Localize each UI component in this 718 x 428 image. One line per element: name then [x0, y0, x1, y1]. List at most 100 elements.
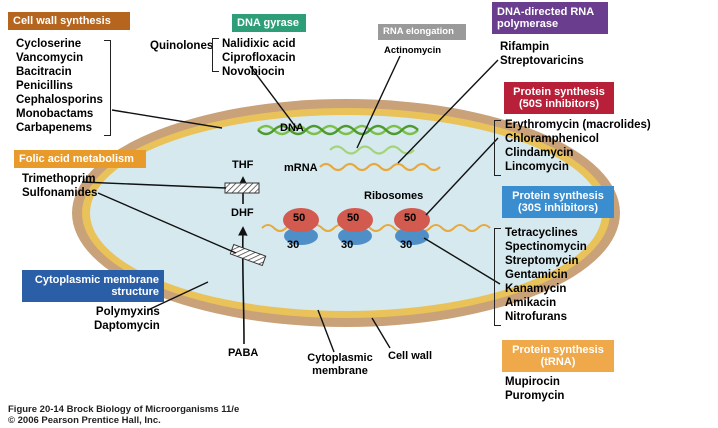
drug-ciprofloxacin: Ciprofloxacin: [222, 52, 296, 64]
ribosome-3: [394, 208, 430, 245]
pointer-trimethoprim: [81, 181, 227, 189]
drug-lincomycin: Lincomycin: [505, 161, 569, 173]
drug-rifampin: Rifampin: [500, 41, 550, 53]
drug-actinomycin: Actinomycin: [384, 45, 442, 56]
mrna-label: mRNA: [284, 162, 318, 174]
pointer-30s: [423, 237, 501, 285]
protein-30s-header: Protein synthesis (30S inhibitors): [502, 186, 614, 218]
drug-tetracyclines: Tetracyclines: [505, 227, 578, 239]
drug-erythromycin: Erythromycin (macrolides): [505, 119, 651, 131]
membrane-header: Cytoplasmic membrane structure: [22, 270, 164, 302]
drug-bacitracin: Bacitracin: [16, 66, 72, 78]
sulfonamide-block: [229, 243, 267, 267]
drug-carbapenems: Carbapenems: [16, 122, 93, 134]
drug-kanamycin: Kanamycin: [505, 283, 567, 295]
protein-50s-list: Erythromycin (macrolides) Chloramphenico…: [505, 118, 651, 174]
dna-gyrase-header: DNA gyrase: [232, 14, 306, 32]
cell-wall-synthesis-header: Cell wall synthesis: [8, 12, 130, 30]
drug-penicillins: Penicillins: [16, 80, 73, 92]
drug-clindamycin: Clindamycin: [505, 147, 574, 159]
rna-polymerase-title-line2: polymerase: [497, 18, 559, 30]
protein-50s-title-line1: Protein synthesis: [513, 86, 605, 98]
dna-strand-c: [329, 145, 415, 155]
pointer-rifampin: [397, 59, 499, 164]
drug-trimethoprim: Trimethoprim: [22, 173, 96, 185]
pointer-50s: [425, 137, 499, 216]
trna-list: Mupirocin Puromycin: [505, 375, 564, 403]
paba-label: PABA: [228, 347, 259, 359]
drug-sulfonamides: Sulfonamides: [22, 187, 98, 199]
pointer-cell-wall-synthesis: [111, 109, 223, 129]
pointer-sulfonamides: [97, 192, 237, 254]
mrna-strand: [319, 162, 441, 172]
drug-streptovaricins: Streptovaricins: [500, 55, 584, 67]
folic-acid-header: Folic acid metabolism: [14, 150, 146, 168]
pointer-cytoplasmic-membrane: [317, 309, 335, 353]
drug-polymyxins: Polymyxins: [95, 306, 160, 318]
protein-50s-title-line2: (50S inhibitors): [518, 98, 600, 110]
dna-strand-b: [257, 124, 419, 136]
protein-30s-brace: [494, 228, 501, 326]
dhf-label: DHF: [231, 207, 254, 219]
drug-cephalosporins: Cephalosporins: [16, 94, 103, 106]
drug-amikacin: Amikacin: [505, 297, 557, 309]
folic-acid-list: Trimethoprim Sulfonamides: [22, 172, 97, 200]
figure-caption: Figure 20-14 Brock Biology of Microorgan…: [8, 404, 239, 426]
drug-chloramphenicol: Chloramphenicol: [505, 133, 599, 145]
drug-daptomycin: Daptomycin: [94, 320, 160, 332]
pointer-membrane: [147, 281, 209, 311]
thf-label: THF: [232, 159, 254, 171]
dna-label: DNA: [280, 122, 304, 134]
protein-30s-list: Tetracyclines Spectinomycin Streptomycin…: [505, 226, 587, 324]
rna-polymerase-list: Rifampin Streptovaricins: [500, 40, 584, 68]
cell-wall-synthesis-list: Cycloserine Vancomycin Bacitracin Penici…: [16, 37, 103, 135]
protein-50s-brace: [494, 120, 501, 176]
drug-puromycin: Puromycin: [505, 390, 565, 402]
drug-novobiocin: Novobiocin: [222, 66, 285, 78]
protein-30s-title-line1: Protein synthesis: [512, 190, 604, 202]
drug-streptomycin: Streptomycin: [505, 255, 579, 267]
drug-monobactams: Monobactams: [16, 108, 94, 120]
cell-wall-synthesis-brace: [104, 40, 111, 136]
rna-polymerase-title-line1: DNA-directed RNA: [497, 6, 595, 18]
folic-acid-title: Folic acid metabolism: [19, 153, 134, 165]
trna-header: Protein synthesis (tRNA): [502, 340, 614, 372]
membrane-list: Polymyxins Daptomycin: [94, 305, 160, 333]
trimethoprim-block: [224, 182, 260, 194]
drug-nitrofurans: Nitrofurans: [505, 311, 567, 323]
protein-30s-title-line2: (30S inhibitors): [517, 202, 599, 214]
drug-gentamicin: Gentamicin: [505, 269, 568, 281]
ribosome-1-50s-label: 50: [293, 212, 306, 224]
figure-caption-line2: © 2006 Pearson Prentice Hall, Inc.: [8, 415, 161, 426]
trna-title-line2: (tRNA): [540, 356, 576, 368]
rna-elongation-title: RNA elongation: [383, 26, 454, 37]
cell-wall-synthesis-title: Cell wall synthesis: [13, 15, 111, 27]
dna-gyrase-list: Nalidixic acid Ciprofloxacin Novobiocin: [222, 37, 296, 79]
protein-50s-header: Protein synthesis (50S inhibitors): [504, 82, 614, 114]
ribosome-3-30s-label: 30: [400, 239, 413, 251]
ribosome-2-30s-label: 30: [341, 239, 354, 251]
drug-nalidixic-acid: Nalidixic acid: [222, 38, 296, 50]
ribosome-3-50s-label: 50: [404, 212, 417, 224]
ribosome-2-50s-label: 50: [347, 212, 360, 224]
rna-polymerase-header: DNA-directed RNA polymerase: [492, 2, 608, 34]
ribosome-1-30s-label: 30: [287, 239, 300, 251]
cytoplasmic-membrane-label: Cytoplasmic membrane: [307, 352, 373, 377]
pointer-cell-wall: [371, 317, 391, 349]
ribosome-2: [337, 208, 373, 245]
dna-gyrase-title: DNA gyrase: [237, 17, 299, 29]
paba-to-dhf-arrow: [238, 226, 248, 345]
membrane-title-line2: structure: [111, 286, 159, 298]
dna-gyrase-brace: [212, 38, 219, 72]
figure-caption-line1: Figure 20-14 Brock Biology of Microorgan…: [8, 404, 240, 415]
pointer-actinomycin: [356, 55, 401, 149]
ribosomes-label: Ribosomes: [364, 190, 424, 202]
drug-vancomycin: Vancomycin: [16, 52, 84, 64]
quinolones-label: Quinolones: [150, 40, 214, 52]
membrane-title-line1: Cytoplasmic membrane: [34, 274, 159, 286]
drug-cycloserine: Cycloserine: [16, 38, 82, 50]
drug-spectinomycin: Spectinomycin: [505, 241, 587, 253]
trna-title-line1: Protein synthesis: [512, 344, 604, 356]
